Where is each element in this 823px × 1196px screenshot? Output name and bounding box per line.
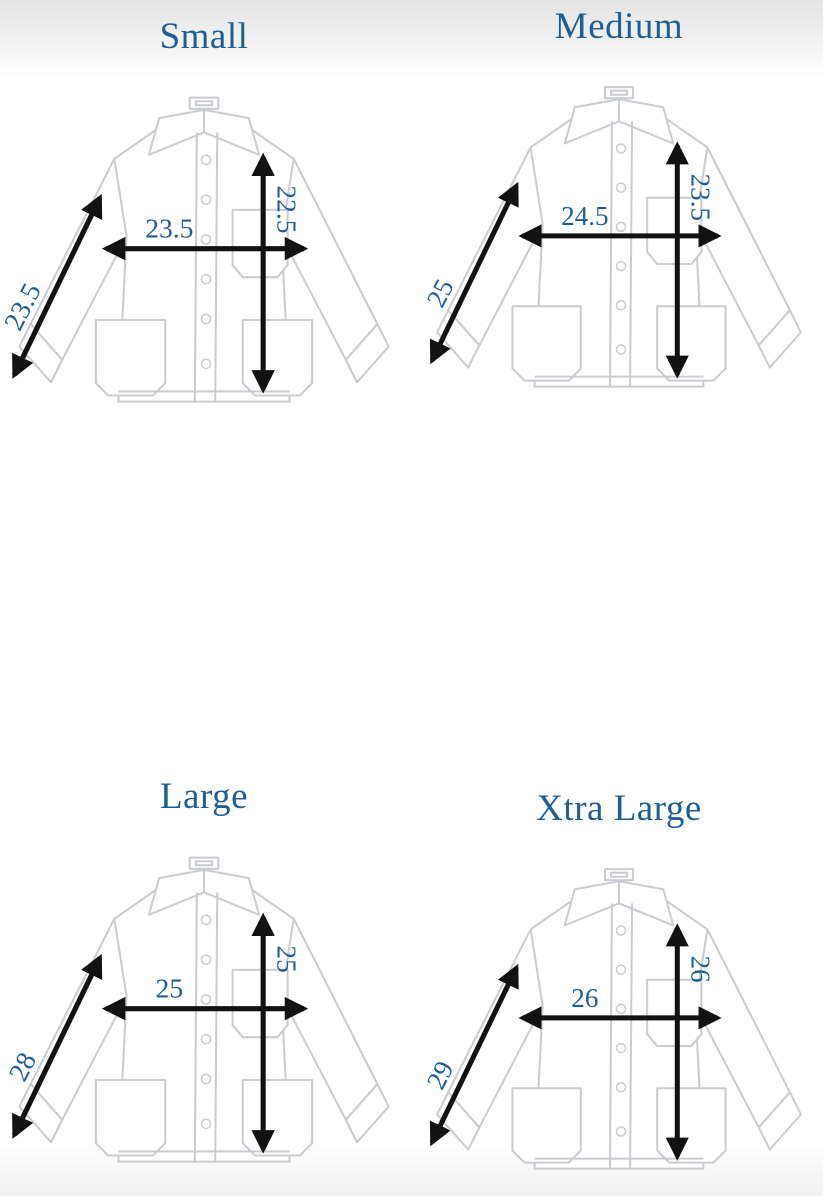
chest-measurement: 23.5 bbox=[145, 212, 193, 243]
length-measurement: 26 bbox=[685, 955, 715, 982]
size-title: Large bbox=[159, 776, 249, 817]
size-title: Medium bbox=[554, 6, 684, 47]
jacket-diagram: 24.5 23.5 25 bbox=[421, 53, 820, 405]
jacket-outline bbox=[432, 869, 801, 1168]
length-measurement: 22.5 bbox=[271, 185, 302, 233]
jacket-outline bbox=[14, 97, 388, 401]
size-panel-medium: Medium 24.5 23.5 25 bbox=[418, 6, 820, 404]
size-title: Small bbox=[159, 16, 249, 57]
chest-measurement: 24.5 bbox=[561, 200, 608, 230]
size-panel-small: Small 23.5 22.5 23.5 bbox=[0, 16, 408, 420]
jacket-diagram: 25 25 28 bbox=[2, 823, 408, 1180]
length-measurement: 25 bbox=[271, 945, 302, 973]
jacket-diagram: 23.5 22.5 23.5 bbox=[0, 63, 408, 420]
chest-measurement: 25 bbox=[156, 972, 184, 1003]
size-panel-xtra-large: Xtra Large 26 26 29 bbox=[418, 788, 820, 1186]
jacket-outline bbox=[14, 857, 388, 1161]
jacket-diagram: 26 26 29 bbox=[421, 835, 820, 1187]
size-panel-large: Large 25 25 28 bbox=[0, 776, 408, 1180]
jacket-outline bbox=[432, 87, 801, 386]
length-measurement: 23.5 bbox=[685, 173, 715, 220]
size-title: Xtra Large bbox=[536, 788, 702, 829]
chest-measurement: 26 bbox=[571, 982, 598, 1012]
